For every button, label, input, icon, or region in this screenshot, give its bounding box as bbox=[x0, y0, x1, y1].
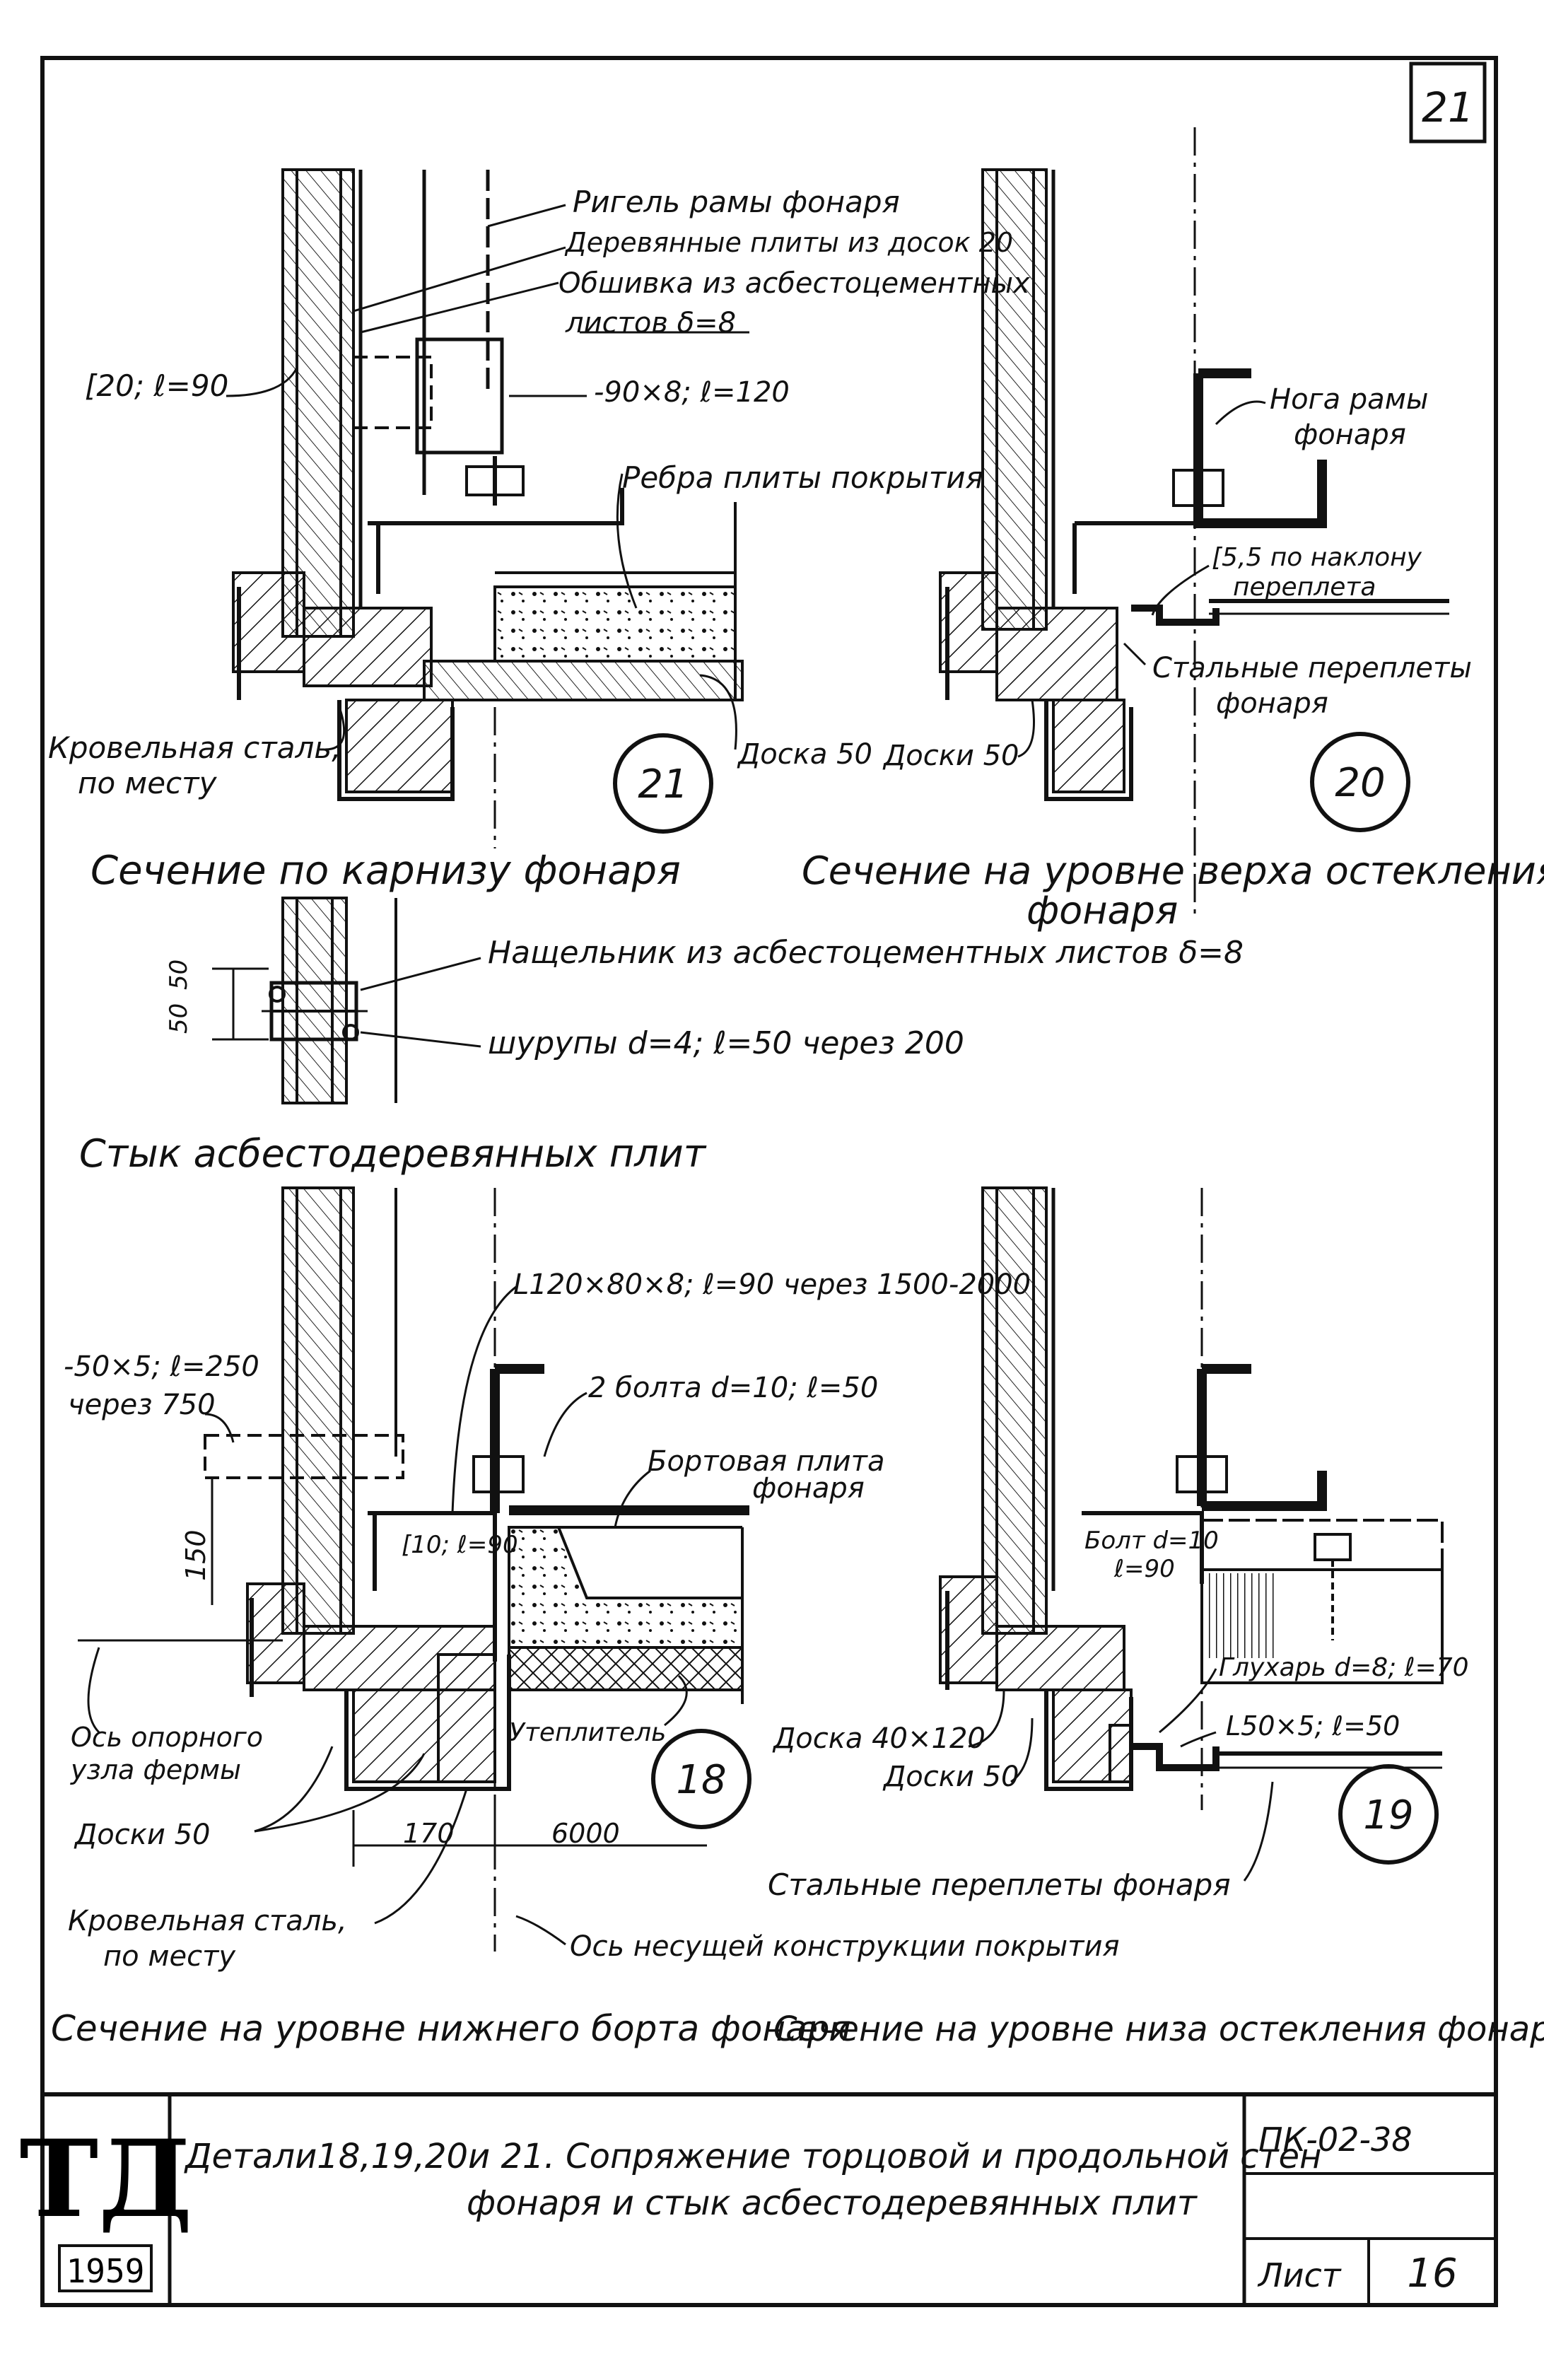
label-lagbolt: Глухарь d=8; ℓ=70 bbox=[1219, 1653, 1469, 1682]
label-angle-50x5: L50×5; ℓ=50 bbox=[1226, 1710, 1400, 1742]
sheet-number: 21 bbox=[1422, 83, 1474, 132]
label-axis-support-2: узла фермы bbox=[70, 1754, 241, 1785]
label-bolt-l90: ℓ=90 bbox=[1113, 1555, 1175, 1583]
label-leg-2: фонаря bbox=[1294, 419, 1406, 451]
label-boards-50-d18: Доски 50 bbox=[74, 1819, 210, 1851]
caption-joint: Стык асбестодеревянных плит bbox=[79, 1131, 707, 1176]
label-channel-10: [10; ℓ=90 bbox=[402, 1531, 518, 1559]
label-insulation: Утеплитель bbox=[509, 1718, 666, 1747]
sheet-label: Лист bbox=[1257, 2256, 1342, 2294]
label-edge-plate-2: фонаря bbox=[752, 1472, 865, 1505]
label-angle-120: L120×80×8; ℓ=90 через 1500-2000 bbox=[513, 1268, 1031, 1301]
detail-20-drawing bbox=[939, 168, 1449, 801]
caption-detail-19: Сечение на уровне низа остекления фонаря bbox=[773, 2009, 1544, 2049]
label-joint-strip: Нащельник из асбестоцементных листов δ=8 bbox=[488, 935, 1244, 971]
label-roof-steel-d18-1: Кровельная сталь, bbox=[68, 1905, 347, 1937]
caption-detail-20-1: Сечение на уровне верха остекления bbox=[802, 848, 1544, 893]
detail-18-marker: 18 bbox=[651, 1729, 751, 1829]
detail-19-marker-number: 19 bbox=[1363, 1792, 1413, 1838]
label-strip-50x5-1: -50×5; ℓ=250 bbox=[64, 1351, 259, 1383]
detail-21-marker: 21 bbox=[613, 733, 713, 834]
title-line-2: фонаря и стык асбестодеревянных плит bbox=[467, 2183, 1198, 2223]
dim-6000: 6000 bbox=[551, 1818, 620, 1849]
sheet-no: 16 bbox=[1407, 2251, 1457, 2297]
label-ribs: Ребра плиты покрытия bbox=[622, 460, 983, 495]
label-board-40x120: Доска 40×120 bbox=[772, 1722, 986, 1755]
title-line-1: Детали18,19,20и 21. Сопряжение торцовой … bbox=[184, 2137, 1321, 2176]
drawing-code: ПК-02-38 bbox=[1258, 2121, 1413, 2159]
detail-20-marker: 20 bbox=[1310, 732, 1410, 832]
label-roof-steel-d18-2: по месту bbox=[103, 1940, 236, 1973]
leaders-detail-18 bbox=[87, 1285, 688, 1946]
label-channel-20: [20; ℓ=90 bbox=[85, 368, 228, 403]
label-leg-1: Нога рамы bbox=[1270, 383, 1428, 416]
stamp-letters: ТД bbox=[20, 2117, 193, 2241]
label-cladding-1: Обшивка из асбестоцементных bbox=[558, 267, 1030, 300]
label-rigel: Ригель рамы фонаря bbox=[573, 185, 900, 219]
caption-detail-18: Сечение на уровне нижнего борта фонаря bbox=[51, 2008, 851, 2049]
dim-150: 150 bbox=[180, 1529, 211, 1581]
joint-dim-1: 50 bbox=[165, 1003, 193, 1034]
label-wood-plates: Деревянные плиты из досок 20 bbox=[564, 227, 1013, 258]
label-edge-plate-1: Бортовая плита bbox=[648, 1445, 884, 1478]
detail-18-marker-number: 18 bbox=[676, 1757, 726, 1803]
sheet-frame bbox=[40, 56, 1498, 2307]
label-frames-2: фонаря bbox=[1216, 687, 1328, 720]
label-channel-5-5-2: переплета bbox=[1233, 573, 1376, 602]
label-bolt-d10: Болт d=10 bbox=[1084, 1527, 1219, 1555]
leaders-detail-20 bbox=[1017, 400, 1266, 758]
label-frames-1: Стальные переплеты bbox=[1152, 652, 1472, 684]
detail-21-drawing bbox=[232, 168, 744, 801]
label-plate-90x8: -90×8; ℓ=120 bbox=[594, 376, 790, 409]
detail-20-marker-number: 20 bbox=[1335, 760, 1385, 806]
dim-170: 170 bbox=[403, 1818, 455, 1849]
label-frames-d19: Стальные переплеты фонаря bbox=[768, 1867, 1231, 1902]
detail-18-drawing bbox=[78, 1186, 749, 1867]
label-roof-steel-2: по месту bbox=[78, 766, 218, 800]
stamp: ТД 1959 bbox=[20, 2117, 193, 2292]
label-boards-50-d19: Доски 50 bbox=[882, 1761, 1019, 1793]
stamp-year: 1959 bbox=[66, 2252, 145, 2290]
caption-detail-21: Сечение по карнизу фонаря bbox=[90, 848, 681, 894]
label-channel-5-5-1: [5,5 по наклону bbox=[1212, 543, 1422, 572]
label-bolts-2: 2 болта d=10; ℓ=50 bbox=[588, 1372, 878, 1404]
label-joint-screws: шурупы d=4; ℓ=50 через 200 bbox=[488, 1025, 964, 1061]
caption-detail-20-2: фонаря bbox=[1027, 888, 1178, 933]
joint-drawing bbox=[212, 897, 481, 1104]
label-axis-support-1: Ось опорного bbox=[71, 1722, 263, 1753]
joint-dim-2: 50 bbox=[165, 959, 193, 990]
label-boards-50-d20: Доски 50 bbox=[882, 740, 1019, 772]
label-board-50: Доска 50 bbox=[737, 738, 872, 771]
detail-19-marker: 19 bbox=[1338, 1764, 1439, 1865]
leaders-detail-19 bbox=[968, 1668, 1274, 1882]
label-cladding-2: листов δ=8 bbox=[565, 307, 736, 339]
label-strip-50x5-2: через 750 bbox=[68, 1389, 216, 1421]
label-roof-steel-1: Кровельная сталь, bbox=[48, 730, 341, 765]
leaders-detail-21 bbox=[226, 204, 749, 751]
detail-19-drawing bbox=[939, 1186, 1444, 1791]
label-axis-main: Ось несущей конструкции покрытия bbox=[570, 1930, 1120, 1963]
detail-21-marker-number: 21 bbox=[638, 762, 688, 807]
